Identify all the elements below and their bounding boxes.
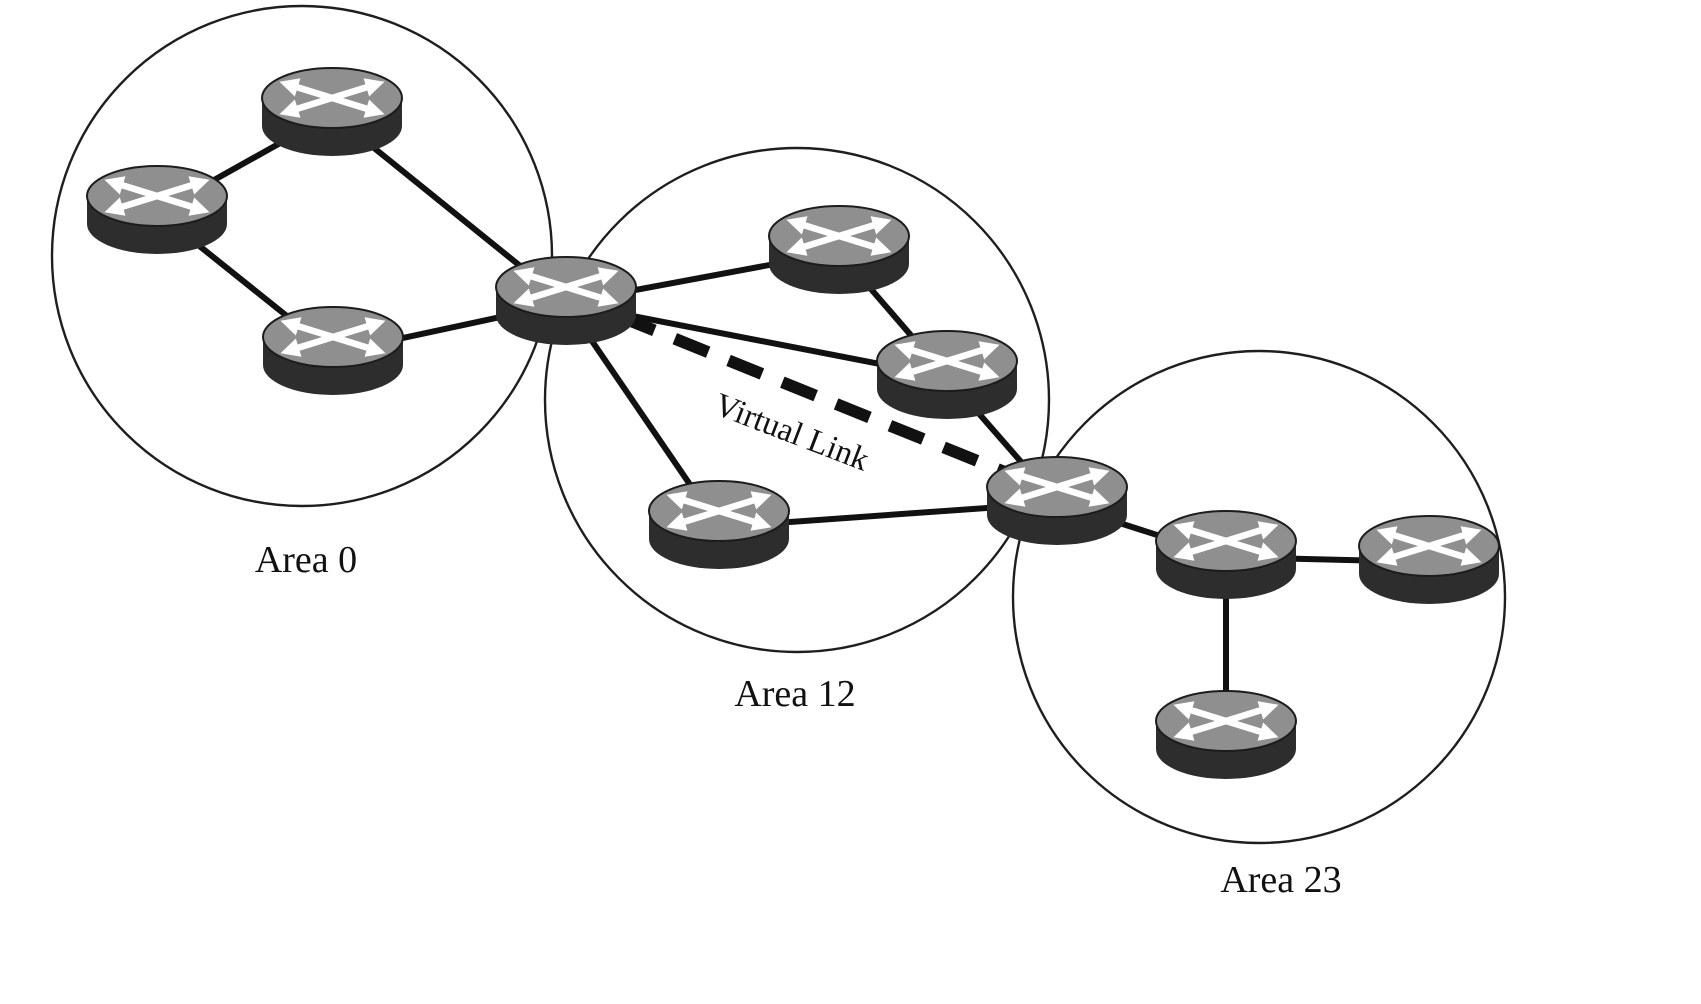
router-icon-area0-top [261, 67, 403, 156]
router-arrowhead [978, 341, 1000, 360]
router-icon-area12-right [876, 330, 1018, 419]
router-arrowhead [188, 176, 210, 195]
router-arrowhead [1257, 521, 1279, 540]
virtual-link-label: Virtual Link [709, 387, 874, 479]
router-arrowhead [104, 197, 126, 216]
router-arrowhead [870, 216, 892, 235]
router-arrowhead [280, 338, 302, 357]
area-23-label: Area 23 [1220, 859, 1341, 901]
router-arrowhead [978, 362, 1000, 381]
router-arrowhead [364, 338, 386, 357]
router-arrowhead [1460, 526, 1482, 545]
router-icon-area12-top [768, 205, 910, 294]
router-arrowhead [1173, 701, 1195, 720]
router-icon-area23-center [1155, 510, 1297, 599]
router-arrowhead [786, 237, 808, 256]
router-icon-area0-left [86, 165, 228, 254]
area-0-boundary [50, 4, 554, 508]
router-arrowhead [1004, 488, 1026, 507]
router-arrowhead [597, 288, 619, 307]
router-arrowhead [279, 78, 301, 97]
router-arrowhead [1173, 542, 1195, 561]
router-icon-area23-bottom [1155, 690, 1297, 779]
router-arrow-shaft [1183, 524, 1269, 558]
router-arrowhead [1460, 547, 1482, 566]
router-arrowhead [1257, 722, 1279, 741]
router-arrowhead [188, 197, 210, 216]
router-arrow-shaft [1183, 704, 1269, 738]
router-arrow-shaft [904, 344, 990, 378]
area-0-label: Area 0 [255, 539, 357, 581]
router-arrowhead [894, 341, 916, 360]
router-arrowhead [1173, 722, 1195, 741]
router-arrow-shaft [523, 270, 609, 304]
router-arrow-shaft [676, 494, 762, 528]
router-arrowhead [750, 512, 772, 531]
router-arrow-shaft [289, 81, 375, 115]
router-arrow-shaft [1014, 470, 1100, 504]
router-icon-abr-area12-area23 [986, 456, 1128, 545]
router-icon-area0-bottom [262, 306, 404, 395]
router-arrow-shaft [1386, 529, 1472, 563]
router-arrowhead [666, 512, 688, 531]
virtual-link-line [618, 311, 1025, 485]
router-arrowhead [1257, 701, 1279, 720]
router-arrowhead [1376, 526, 1398, 545]
area-23-boundary [1011, 349, 1507, 845]
router-arrowhead [1173, 521, 1195, 540]
router-arrowhead [1088, 467, 1110, 486]
router-arrowhead [513, 267, 535, 286]
router-arrowhead [363, 99, 385, 118]
router-arrowhead [597, 267, 619, 286]
router-arrowhead [1376, 547, 1398, 566]
router-arrowhead [870, 237, 892, 256]
area-12-label: Area 12 [734, 673, 855, 715]
router-arrowhead [786, 216, 808, 235]
router-arrowhead [750, 491, 772, 510]
router-arrowhead [279, 99, 301, 118]
router-arrowhead [104, 176, 126, 195]
router-arrowhead [1004, 467, 1026, 486]
router-arrowhead [363, 78, 385, 97]
router-arrow-shaft [796, 219, 882, 253]
router-arrowhead [894, 362, 916, 381]
router-arrow-shaft [290, 320, 376, 354]
router-arrowhead [1088, 488, 1110, 507]
router-arrow-shaft [114, 179, 200, 213]
router-icon-area23-right [1358, 515, 1500, 604]
router-arrowhead [280, 317, 302, 336]
router-arrowhead [666, 491, 688, 510]
area-12-boundary [543, 146, 1051, 654]
router-arrowhead [364, 317, 386, 336]
router-arrowhead [513, 288, 535, 307]
router-icon-abr-area0-area12 [495, 256, 637, 345]
router-icon-area12-bottom [648, 480, 790, 569]
router-arrowhead [1257, 542, 1279, 561]
